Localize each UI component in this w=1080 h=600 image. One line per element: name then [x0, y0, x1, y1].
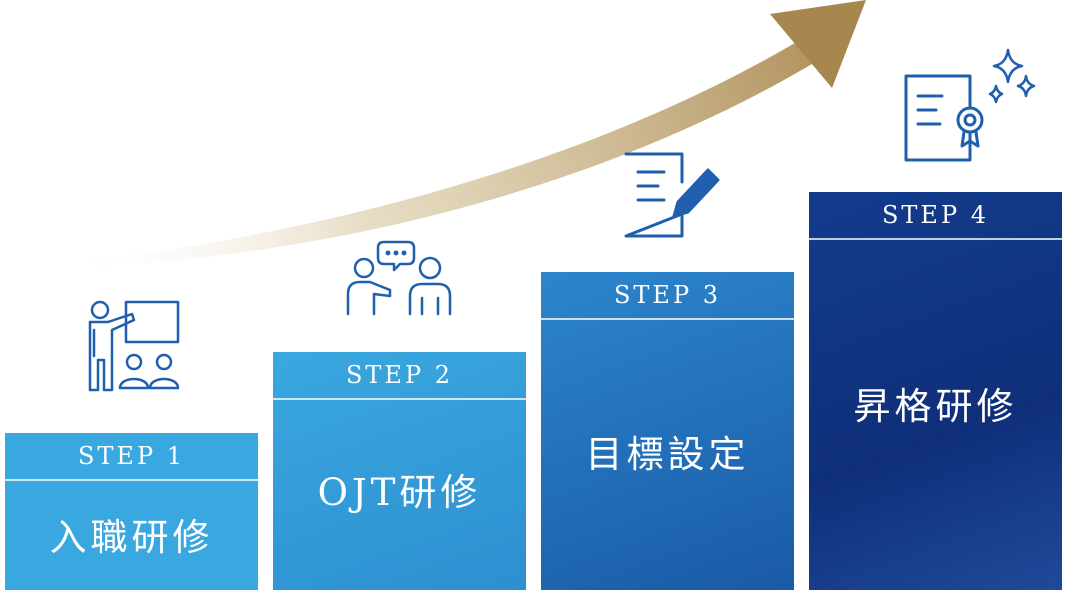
document-edit-icon	[624, 152, 720, 238]
step-1-block: STEP 1 入職研修	[5, 433, 258, 590]
discussion-icon	[346, 240, 452, 316]
step-label: STEP 4	[809, 192, 1062, 240]
step-label: STEP 1	[5, 433, 258, 481]
arrow-head	[770, 0, 866, 88]
step-3-block: STEP 3 目標設定	[541, 272, 794, 590]
certificate-icon	[904, 48, 1036, 162]
step-2-block: STEP 2 OJT研修	[273, 352, 526, 590]
step-label: STEP 3	[541, 272, 794, 320]
step-title: 昇格研修	[853, 385, 1018, 428]
step-label: STEP 2	[273, 352, 526, 400]
step-4-block: STEP 4 昇格研修	[809, 192, 1062, 590]
step-title: 目標設定	[585, 433, 750, 476]
lecture-icon	[88, 300, 180, 392]
step-title: OJT研修	[317, 471, 482, 514]
step-title: 入職研修	[49, 516, 214, 559]
